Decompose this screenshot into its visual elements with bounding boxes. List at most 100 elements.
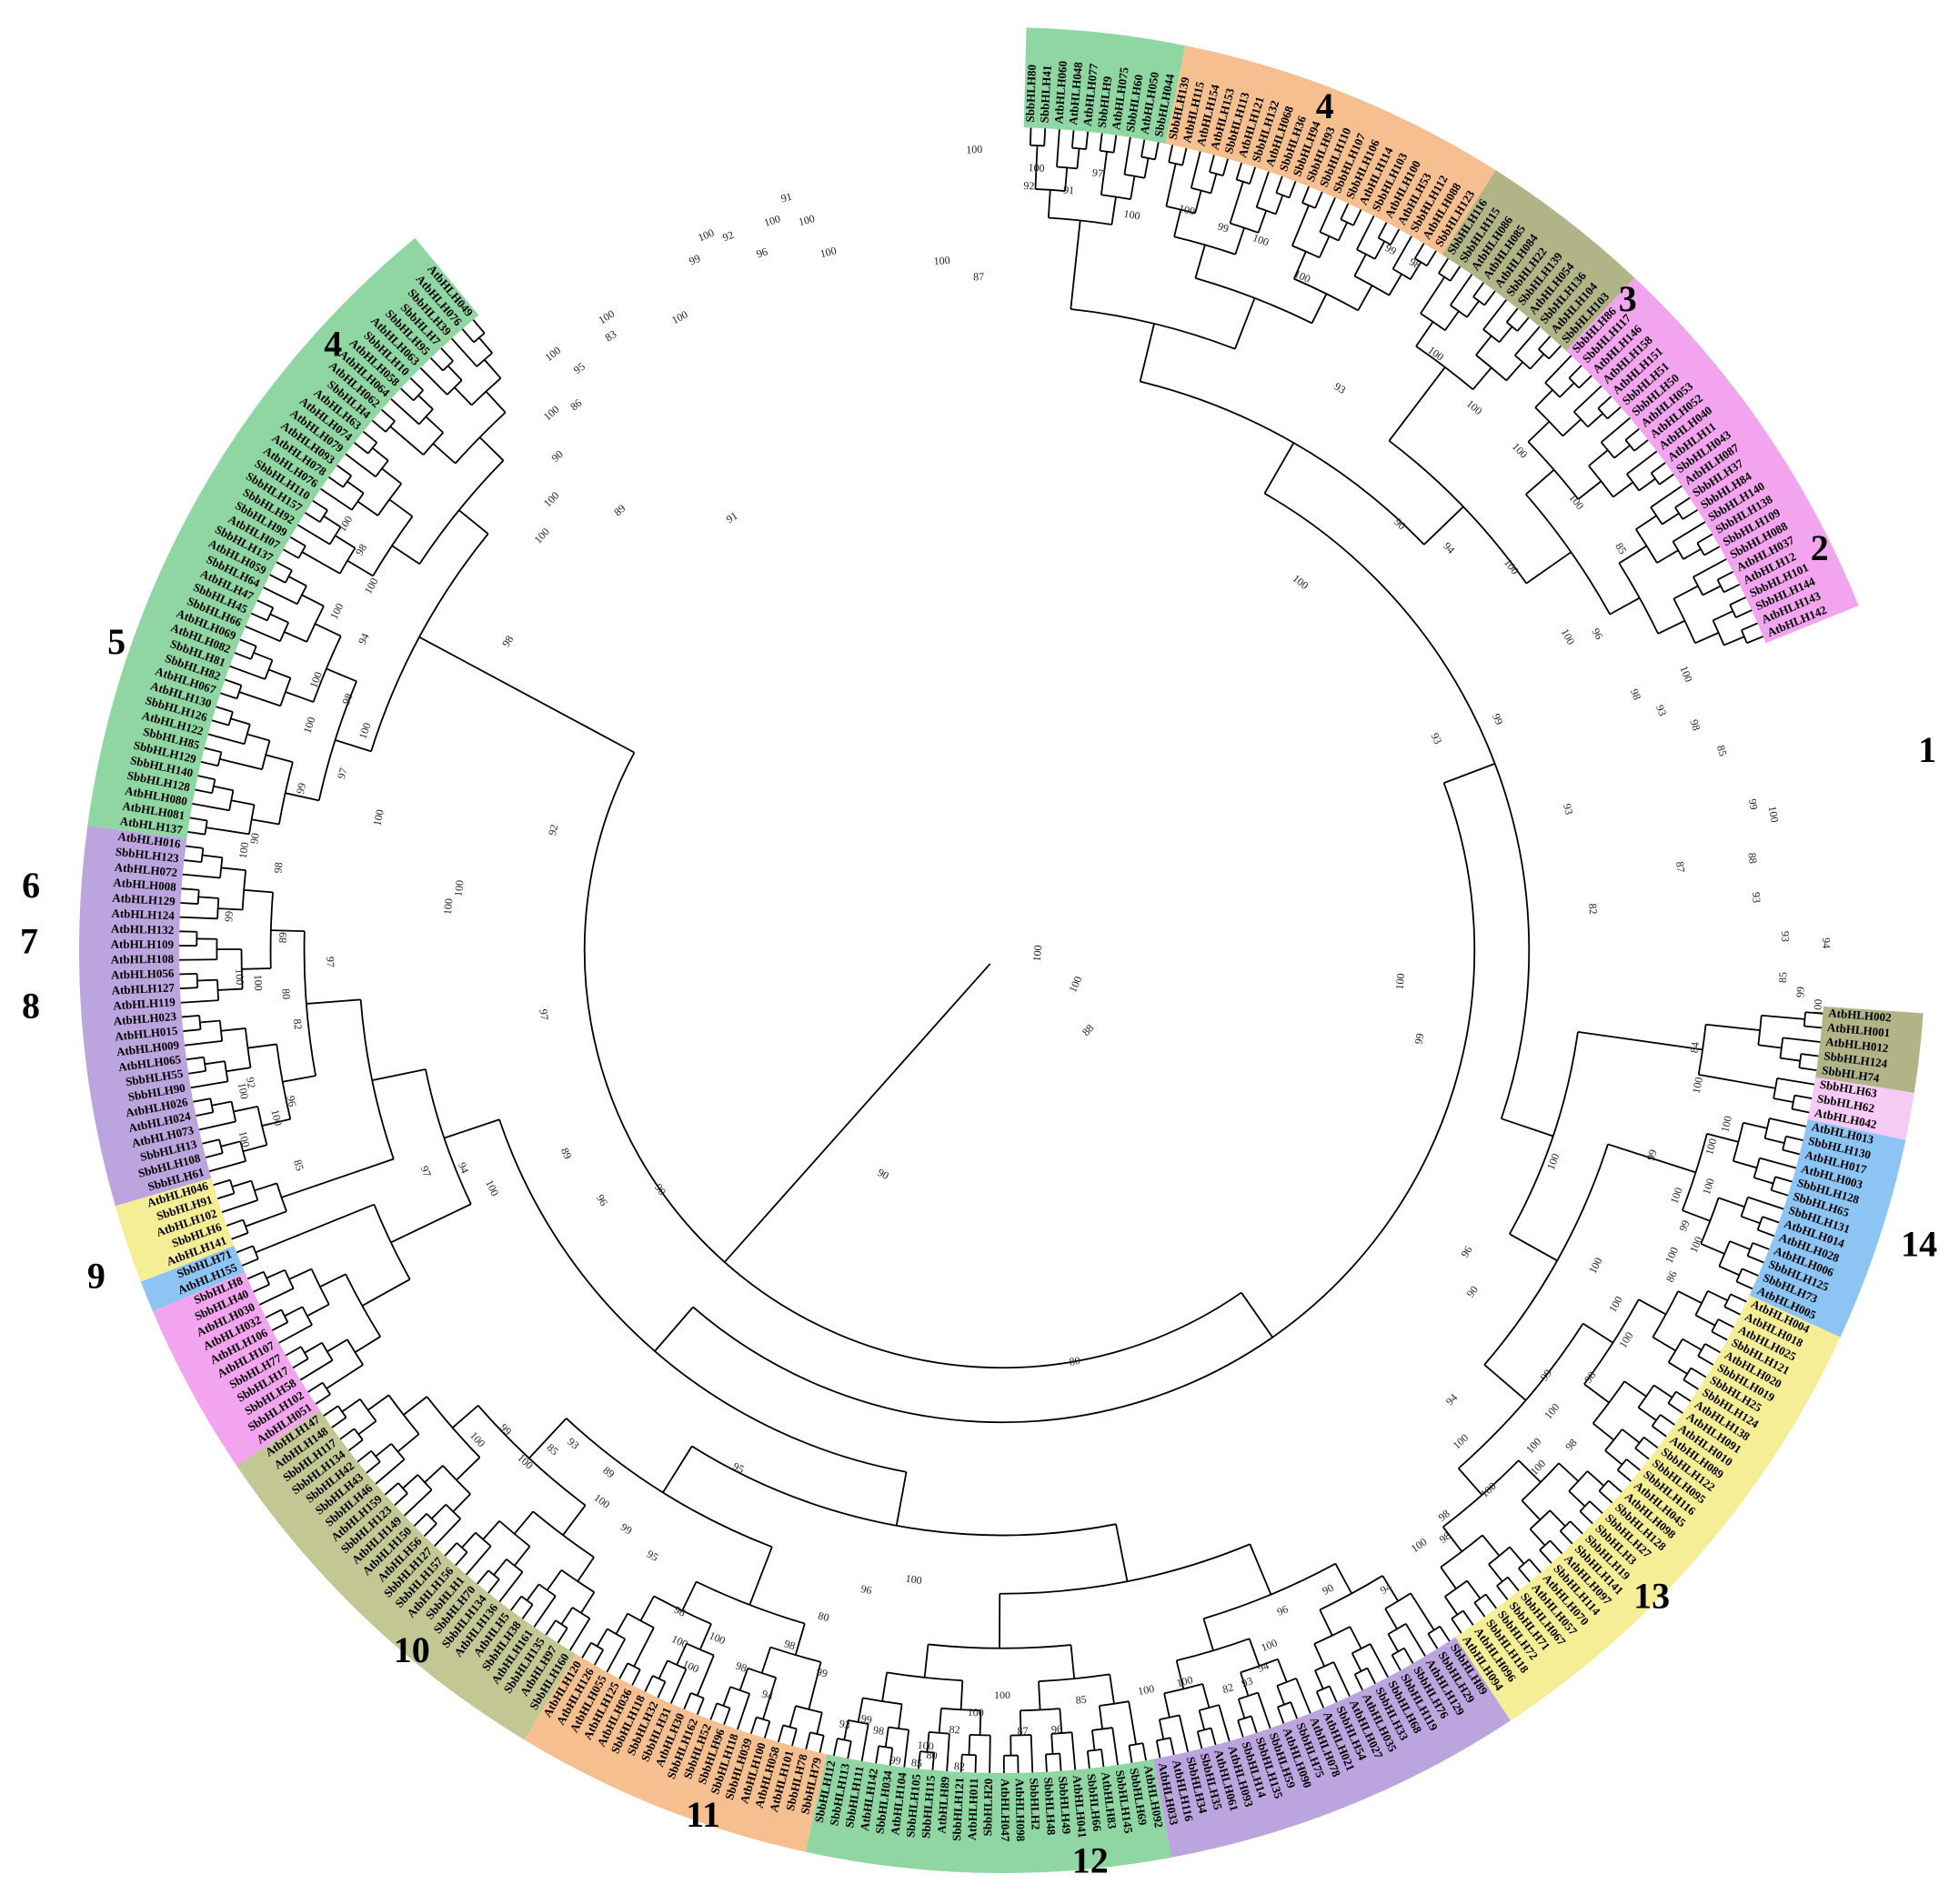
bootstrap-label: 99 [1746,797,1761,810]
bootstrap-label: 100 [994,1689,1010,1701]
leaf-label: AtbHLH011 [965,1778,980,1840]
leaf-labels: SbbHLH80SbbHLH41AtbHLH060AtbHLH048AtbHLH… [111,60,1893,1841]
leaf-label: SbbHLH9 [1095,75,1115,128]
leaf-label: AtbHLH002 [1828,1006,1892,1024]
bootstrap-label: 96 [1275,1602,1291,1618]
bootstrap-label: 94 [760,1688,775,1703]
leaf-label: SbbHLH2 [1027,1778,1042,1830]
clade-number-label: 10 [394,1629,430,1670]
leaf-label: AtbHLH015 [115,1024,179,1044]
bootstrap-label: 90 [1464,1283,1481,1299]
bootstrap-label: 91 [724,509,740,526]
bootstrap-label: 91 [779,190,793,205]
bootstrap-label: 100 [1544,1152,1562,1172]
bootstrap-label: 100 [681,1658,701,1676]
bootstrap-label: 99 [1216,220,1231,235]
clade-band-7 [140,1246,246,1312]
leaf-label: AtbHLH127 [111,980,175,997]
bootstrap-label: 96 [859,1582,873,1597]
bootstrap-label: 100 [362,576,381,596]
bootstrap-label: 85 [1776,972,1789,983]
leaf-label: SbbHLH121 [949,1777,966,1841]
bootstrap-label: 100 [1700,1177,1717,1197]
bootstrap-label: 98 [1582,1369,1598,1386]
bootstrap-label: 100 [1510,440,1531,461]
leaf-label: AtbHLH119 [113,995,176,1012]
bootstrap-label: 100 [236,1082,251,1100]
bootstrap-label: 100 [1663,1245,1681,1265]
bootstrap-label: 82 [954,1759,966,1773]
clade-band-2 [1442,170,1635,351]
clade-number-label: 4 [324,324,342,365]
bootstrap-label: 84 [1688,1041,1703,1054]
clade-number-label: 8 [22,985,40,1026]
bootstrap-label: 100 [452,879,467,897]
leaf-label: AtbHLH048 [1066,61,1085,125]
leaf-label: AtbHLH072 [114,860,177,879]
bootstrap-label: 100 [1030,945,1045,962]
bootstrap-label: 100 [483,1177,501,1198]
bootstrap-label: 90 [247,832,262,845]
bootstrap-label: 96 [1458,1244,1474,1260]
bootstrap-label: 100 [1559,626,1578,647]
leaf-label: AtbHLH132 [111,922,175,937]
tree-branches [179,127,1823,1773]
bootstrap-label: 98 [734,1659,748,1675]
bootstrap-label: 100 [797,212,816,228]
bootstrap-label: 100 [1292,267,1312,286]
bootstrap-label: 100 [441,898,455,916]
clade-band-11 [805,1754,1171,1873]
bootstrap-label: 96 [672,1603,688,1619]
leaf-label: SbbHLH115 [919,1774,938,1839]
clade-number-label: 9 [87,1256,105,1297]
bootstrap-label: 98 [1437,1529,1453,1546]
bootstrap-label: 94 [1256,1659,1271,1675]
bootstrap-label: 87 [1017,1724,1028,1737]
bootstrap-label: 100 [917,1739,934,1753]
bootstrap-label: 99 [1793,987,1807,998]
bootstrap-label: 99 [294,782,308,796]
bootstrap-label: 100 [1137,1682,1155,1698]
clade-number-label: 1 [1918,729,1936,770]
bootstrap-label: 100 [1811,998,1824,1016]
leaf-label: SbbHLH66 [1085,1773,1105,1832]
bootstrap-label: 100 [1586,1256,1605,1276]
bootstrap-label: 89 [558,1146,575,1161]
bootstrap-label: 93 [1429,731,1445,747]
leaf-label: SbbHLH20 [980,1779,995,1837]
clade-band-13 [1455,1295,1841,1721]
bootstrap-label: 100 [268,1108,285,1127]
bootstrap-label: 100 [233,968,246,985]
bootstrap-label: 99 [1644,1147,1660,1162]
leaf-label: SbbHLH80 [1023,65,1039,123]
bootstrap-label: 85 [545,1441,561,1458]
bootstrap-label: 100 [306,670,325,690]
bootstrap-label: 100 [1677,664,1695,684]
clade-band-8 [152,1272,320,1467]
clade-band-3 [1165,45,1496,256]
clade-band-9 [236,1409,577,1740]
bootstrap-label: 94 [1378,1580,1393,1597]
leaf-label: AtbHLH124 [111,907,175,923]
bootstrap-label: 90 [652,1181,668,1198]
bootstrap-label: 100 [669,308,689,327]
bootstrap-label: 98 [783,1637,798,1652]
clade-number-label: 13 [1633,1575,1670,1616]
bootstrap-label: 98 [1562,1437,1579,1453]
bootstrap-label: 94 [1443,1391,1460,1408]
bootstrap-label: 98 [271,862,285,875]
bootstrap-label: 82 [949,1723,960,1737]
leaf-label: AtbHLH89 [935,1776,952,1834]
bootstrap-label: 100 [708,1629,728,1648]
bootstrap-label: 100 [1606,1294,1625,1315]
bootstrap-label: 92 [1023,179,1034,192]
clade-number-label: 6 [22,865,40,906]
bootstrap-label: 98 [1688,718,1703,733]
clade-number-label: 3 [1619,278,1637,319]
bootstrap-label: 85 [910,1756,922,1769]
bootstrap-label: 100 [1251,231,1271,248]
bootstrap-label: 90 [1391,516,1408,532]
bootstrap-label: 96 [1589,626,1605,641]
clade-number-label: 14 [1901,1224,1937,1265]
bootstrap-label: 100 [967,1706,983,1719]
